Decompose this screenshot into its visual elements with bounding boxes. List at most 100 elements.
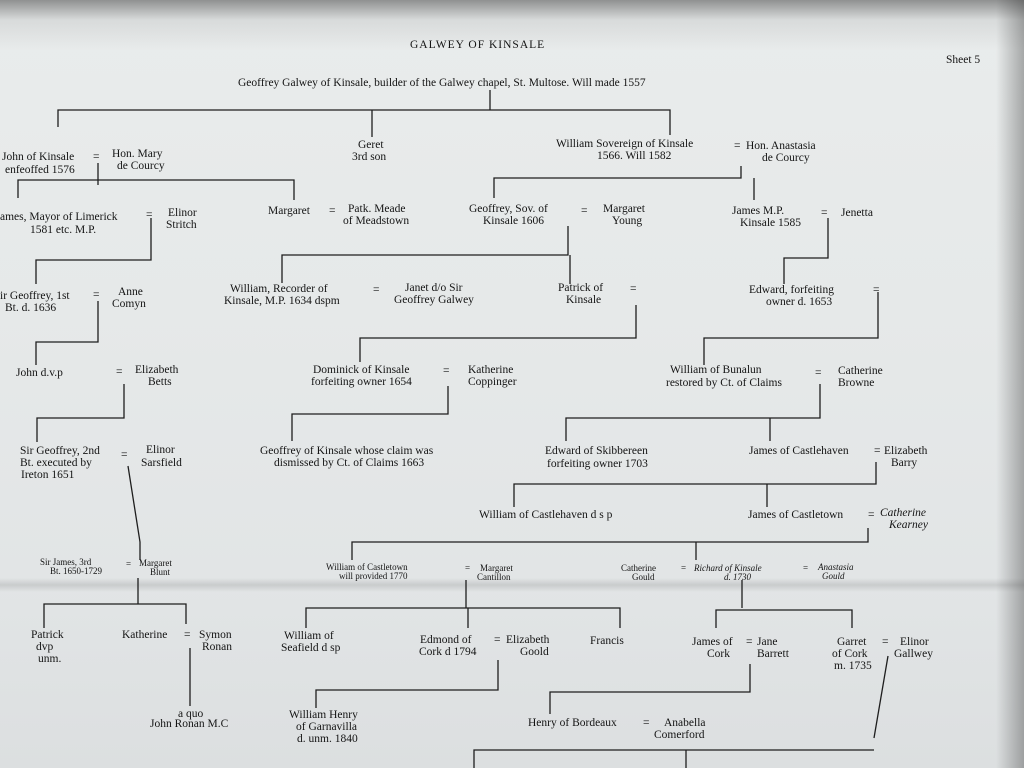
- marriage-sign: =: [815, 367, 822, 379]
- person-elizabeth-barry-2: Barry: [891, 457, 918, 469]
- marriage-sign: =: [882, 636, 889, 648]
- person-james-mp: James M.P.: [732, 205, 785, 217]
- person-margaret-blunt: Margaret: [139, 558, 172, 568]
- person-patk-meade-2: of Meadstown: [343, 215, 410, 227]
- person-katherine: Katherine: [122, 629, 168, 641]
- marriage-sign: =: [873, 284, 880, 296]
- person-margaret-cantillon-2: Cantillon: [477, 572, 511, 582]
- tree-line: [715, 609, 853, 628]
- person-francis: Francis: [590, 635, 624, 647]
- person-edmond-cork-note: Cork d 1794: [419, 646, 477, 658]
- person-geret: Geret: [358, 139, 384, 151]
- person-elizabeth-goold-2: Goold: [520, 646, 549, 658]
- person-edward-forfeiting-note: owner d. 1653: [766, 296, 833, 308]
- person-anne-comyn-2: Comyn: [112, 298, 146, 310]
- person-jenetta: Jenetta: [841, 207, 873, 219]
- marriage-sign: =: [443, 365, 450, 377]
- tree-line: [281, 226, 569, 283]
- marriage-sign: =: [734, 140, 741, 152]
- person-william-recorder-note: Kinsale, M.P. 1634 dspm: [224, 295, 340, 307]
- person-anne-comyn: Anne: [118, 286, 143, 298]
- person-patrick-kinsale: Patrick of: [558, 282, 604, 294]
- person-william-sovereign: William Sovereign of Kinsale: [556, 138, 694, 150]
- person-sir-geoffrey-2nd-note2: Ireton 1651: [21, 469, 75, 481]
- tree-line: [17, 179, 295, 200]
- person-katherine-coppinger: Katherine: [468, 364, 514, 376]
- person-janet-2: Geoffrey Galwey: [394, 294, 474, 306]
- person-elizabeth-goold: Elizabeth: [506, 634, 550, 646]
- sheet-number: Sheet 5: [946, 54, 981, 66]
- person-mary-decourcy-2: de Courcy: [117, 160, 165, 172]
- person-john-kinsale: John of Kinsale: [2, 151, 75, 163]
- marriage-sign: =: [803, 563, 809, 573]
- tree-line: [291, 386, 449, 441]
- tree-line: [493, 166, 742, 198]
- person-margaret-cantillon: Margaret: [480, 563, 513, 573]
- person-mary-decourcy: Hon. Mary: [112, 148, 163, 160]
- person-richard-kinsale-note: d. 1730: [724, 572, 751, 582]
- person-garret-cork-note: of Cork: [832, 648, 868, 660]
- person-john-kinsale-note: enfeoffed 1576: [5, 164, 75, 176]
- person-anastasia-gould: Anastasia: [818, 562, 854, 572]
- person-geret-note: 3rd son: [352, 151, 387, 163]
- person-sir-james: Sir James, 3rd: [40, 557, 92, 567]
- person-william-castletown-note: will provided 1770: [339, 571, 408, 581]
- person-richard-kinsale: Richard of Kinsale: [694, 563, 762, 573]
- tree-line: [43, 603, 187, 628]
- person-james-cork-2: Cork: [707, 648, 730, 660]
- person-a-quo: a quo: [178, 708, 204, 720]
- person-patrick-dvp: Patrick: [31, 629, 64, 641]
- person-anastasia-decourcy-2: de Courcy: [762, 152, 810, 164]
- marriage-sign: =: [116, 366, 123, 378]
- marriage-sign: =: [821, 207, 828, 219]
- person-william-castletown: William of Castletown: [326, 562, 408, 572]
- person-dominick: Dominick of Kinsale: [313, 364, 410, 376]
- person-elizabeth-betts: Elizabeth: [135, 364, 179, 376]
- person-james-cork: James of: [692, 636, 733, 648]
- marriage-sign: =: [126, 559, 132, 569]
- person-william-bunalun-note: restored by Ct. of Claims: [666, 377, 782, 389]
- person-elizabeth-barry: Elizabeth: [884, 445, 928, 457]
- person-patrick-kinsale-2: Kinsale: [566, 294, 602, 306]
- person-patk-meade: Patk. Meade: [348, 203, 406, 215]
- person-edmond-cork: Edmond of: [420, 634, 472, 646]
- marriage-sign: =: [643, 717, 650, 729]
- person-geoffrey-claim-2: dismissed by Ct. of Claims 1663: [274, 457, 425, 469]
- tree-line: [35, 218, 152, 284]
- person-margaret: Margaret: [268, 205, 310, 217]
- tree-line: [351, 528, 869, 560]
- person-symon-ronan-2: Ronan: [202, 641, 233, 653]
- person-garret-cork-note2: m. 1735: [834, 660, 872, 672]
- person-catherine-kearney-2: Kearney: [889, 519, 928, 531]
- person-sir-james-note: Bt. 1650-1729: [50, 566, 103, 576]
- person-katherine-coppinger-2: Coppinger: [468, 376, 517, 388]
- marriage-sign: =: [868, 509, 875, 521]
- tree-line: [513, 462, 877, 507]
- marriage-sign: =: [121, 449, 128, 461]
- person-james-castletown: James of Castletown: [748, 509, 844, 521]
- marriage-sign: =: [681, 563, 687, 573]
- person-catherine-browne: Catherine: [838, 365, 883, 377]
- person-william-castlehaven: William of Castlehaven d s p: [479, 509, 613, 521]
- person-anastasia-gould-2: Gould: [822, 571, 845, 581]
- person-elinor-gallwey-2: Gallwey: [894, 648, 933, 660]
- person-james-mp-note: Kinsale 1585: [740, 217, 802, 229]
- tree-line: [565, 384, 821, 441]
- page-title: GALWEY OF KINSALE: [410, 39, 546, 51]
- tree-line: [35, 301, 99, 365]
- tree-line: [473, 749, 874, 768]
- person-margaret-blunt-2: Blunt: [150, 567, 171, 577]
- person-james-mayor-note: 1581 etc. M.P.: [30, 224, 97, 236]
- person-elinor-gallwey: Elinor: [900, 636, 929, 648]
- person-james-mayor: ames, Mayor of Limerick: [0, 211, 118, 223]
- person-john-dvp: John d.v.p: [16, 367, 63, 379]
- marriage-sign: =: [746, 636, 753, 648]
- person-anastasia-decourcy: Hon. Anastasia: [746, 140, 816, 152]
- marriage-sign: =: [184, 629, 191, 641]
- person-james-castlehaven: James of Castlehaven: [749, 445, 849, 457]
- person-edward-skibbereen-note: forfeiting owner 1703: [547, 458, 648, 470]
- person-william-seafield-note: Seafield d sp: [281, 642, 341, 654]
- person-william-recorder: William, Recorder of: [230, 283, 328, 295]
